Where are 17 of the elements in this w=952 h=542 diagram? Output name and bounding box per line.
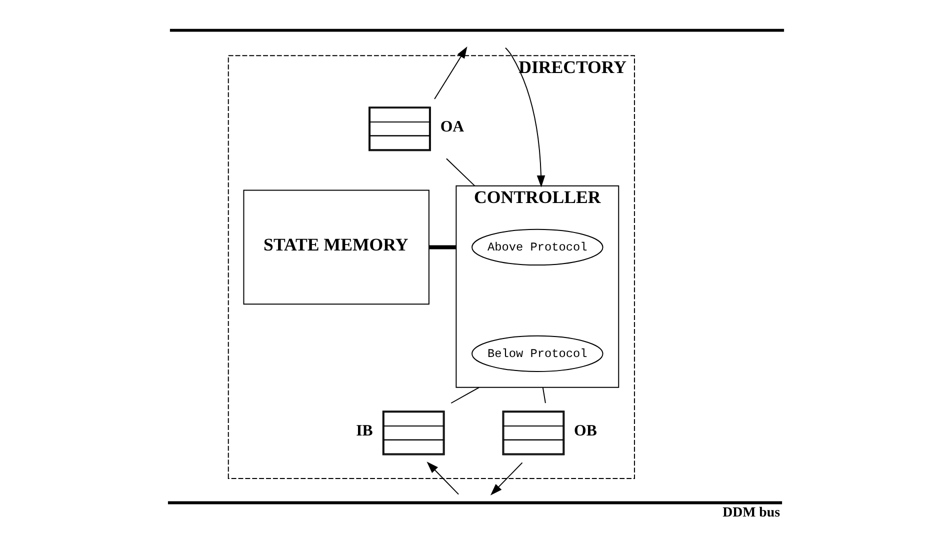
node-label: OB (574, 422, 597, 440)
node-label: OA (440, 118, 464, 136)
node-bar (170, 28, 784, 32)
connector (542, 386, 546, 404)
node-ellipse: Below Protocol (472, 335, 604, 372)
node-label: DDM bus (722, 504, 780, 520)
arrow (504, 47, 546, 188)
connector (446, 158, 476, 186)
connector (429, 245, 456, 250)
arrow (490, 462, 523, 496)
node-ellipse: Above Protocol (472, 228, 604, 266)
node-label: IB (356, 422, 373, 440)
connector (450, 386, 480, 404)
arrow (426, 462, 460, 495)
arrow (434, 46, 468, 100)
node-bar (168, 501, 782, 504)
node-box: STATE MEMORY (243, 190, 430, 305)
